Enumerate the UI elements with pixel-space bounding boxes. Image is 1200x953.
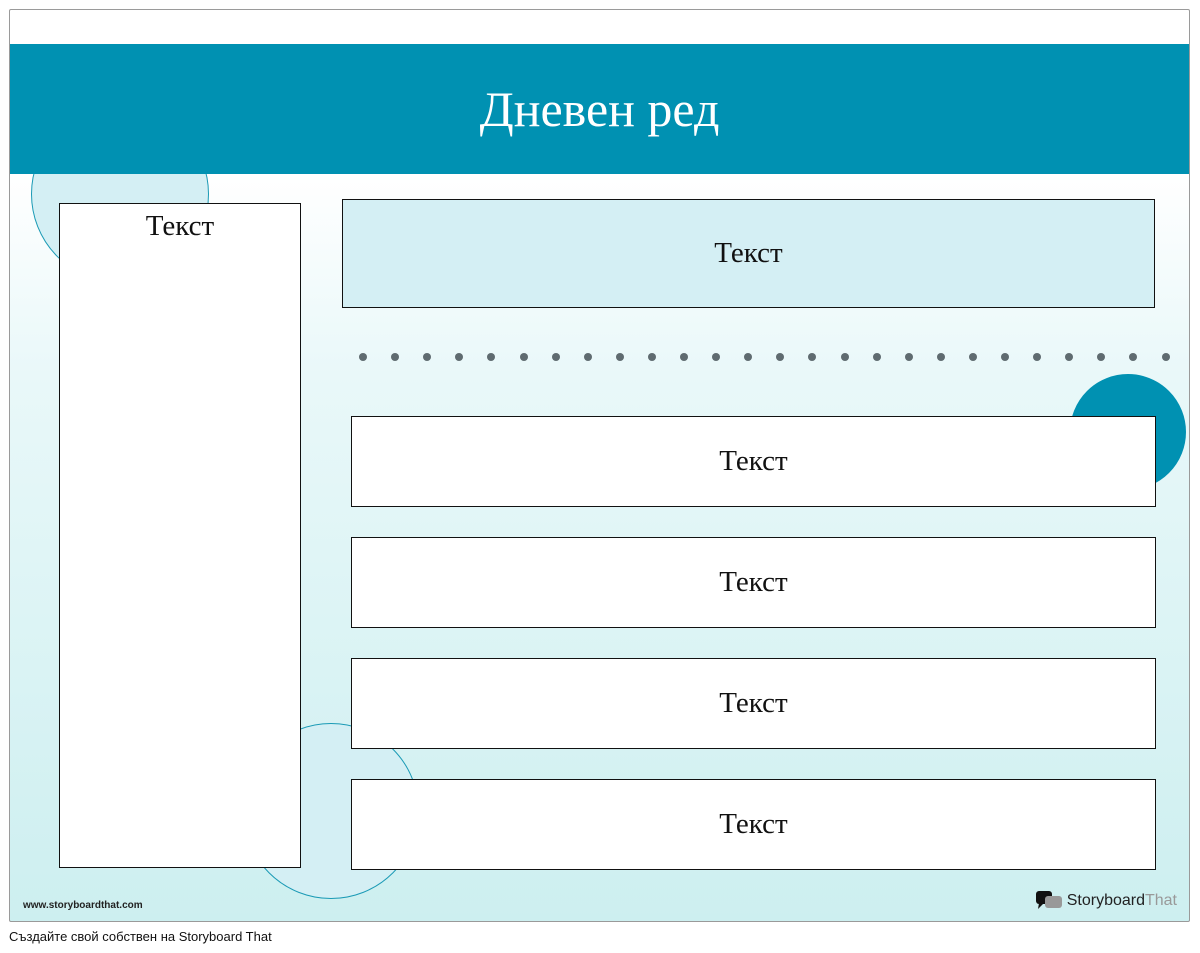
divider-dot (423, 353, 432, 361)
divider-dot (1161, 353, 1170, 361)
divider-dot (680, 353, 688, 361)
website-url[interactable]: www.storyboardthat.com (23, 900, 143, 911)
agenda-item-text: Текст (719, 445, 788, 477)
agenda-item[interactable]: Текст (351, 416, 1156, 507)
divider-dot (872, 353, 881, 361)
agenda-item-text: Текст (719, 808, 788, 840)
divider-dot (1033, 353, 1042, 361)
agenda-item-text: Текст (719, 566, 788, 598)
divider-dot (936, 353, 945, 361)
left-box-text: Текст (145, 210, 215, 242)
divider-dot (968, 353, 977, 361)
page-title[interactable]: Дневен ред (479, 81, 720, 137)
agenda-item-text: Текст (719, 687, 788, 719)
logo-text-accent: That (1144, 892, 1177, 909)
top-box-text: Текст (714, 237, 783, 269)
divider-dot (583, 353, 592, 361)
divider-dot (808, 353, 817, 361)
divider-dot (1065, 353, 1074, 361)
left-text-box[interactable]: Текст (59, 203, 301, 868)
divider-dot (391, 353, 400, 361)
top-text-box[interactable]: Текст (342, 199, 1155, 308)
divider-dot (455, 353, 464, 361)
divider-dot (551, 353, 560, 361)
divider-dot (647, 353, 656, 361)
divider-dot (744, 353, 753, 361)
title-banner: Дневен ред (10, 44, 1189, 174)
worksheet-canvas: Дневен ред Текст Текст Текст Текст Текст… (9, 9, 1190, 922)
logo-text-main: Storyboard (1066, 892, 1145, 909)
divider-dot (615, 353, 624, 361)
divider-dot (712, 353, 721, 361)
speech-bubbles-icon (1035, 891, 1062, 909)
agenda-item[interactable]: Текст (351, 658, 1156, 749)
agenda-item[interactable]: Текст (351, 779, 1156, 870)
divider-dot (1097, 353, 1106, 361)
divider-dot (1001, 353, 1009, 361)
agenda-item[interactable]: Текст (351, 537, 1156, 628)
divider-dot (519, 353, 528, 361)
footer-caption[interactable]: Създайте свой собствен на Storyboard Tha… (9, 929, 272, 944)
divider-dot (776, 353, 785, 361)
divider-dot (359, 353, 367, 361)
divider-dot (904, 353, 913, 361)
divider-dot (1129, 353, 1138, 361)
divider-dot (840, 353, 849, 361)
divider-dot (487, 353, 496, 361)
